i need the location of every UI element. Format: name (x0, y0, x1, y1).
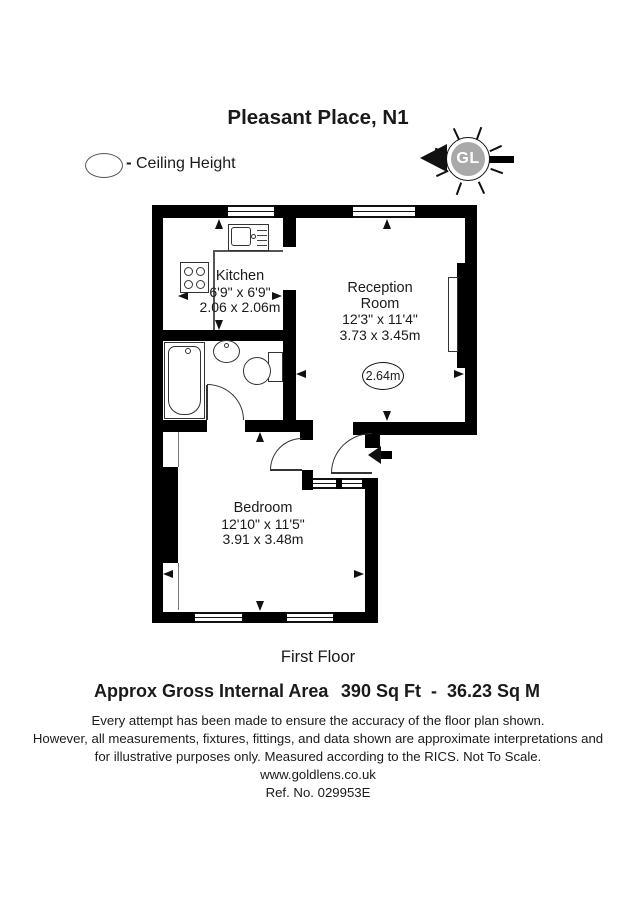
room-dim-metric: 2.06 x 2.06m (199, 299, 281, 315)
wall-recess-line (178, 563, 179, 610)
dimension-arrow (256, 432, 264, 442)
room-dim-imperial: 6'9" x 6'9" (209, 283, 271, 300)
drainer-line (257, 235, 267, 237)
disclaimer-line: However, all measurements, fixtures, fit… (32, 731, 604, 746)
hob-ring-icon (184, 280, 193, 289)
dimension-arrow (178, 292, 188, 300)
hob (180, 262, 209, 293)
reception-window (353, 205, 415, 218)
area-value: 390 Sq Ft - 36.23 Sq M (340, 681, 540, 701)
compass-arrow-icon (420, 144, 447, 172)
wall-segment (152, 205, 163, 623)
wall-segment (333, 612, 378, 623)
room-name: Bedroom (233, 500, 293, 516)
wall-segment (245, 420, 313, 432)
bedroom-window (195, 612, 242, 623)
page-title: Pleasant Place, N1 (227, 106, 409, 129)
dimension-arrow (383, 219, 391, 229)
dimension-arrow (354, 570, 364, 578)
sink-bowl (231, 227, 251, 246)
wall-segment (152, 330, 296, 341)
wall-segment (152, 205, 228, 218)
hob-ring-icon (184, 267, 193, 276)
hall-pier (302, 470, 313, 490)
reception-label: Reception Room 12'3" x 11'4" 3.73 x 3.45… (336, 280, 424, 343)
wall-segment (415, 205, 477, 218)
sink-tap-icon (251, 234, 256, 239)
wall-segment (274, 205, 353, 218)
reference-number: Ref. No. 029953E (265, 785, 371, 800)
dimension-arrow (215, 320, 223, 330)
dimension-arrow (296, 370, 306, 378)
dimension-arrow (215, 219, 223, 229)
bathroom-door-arc (207, 384, 244, 420)
ceiling-height-ellipse-icon (85, 153, 123, 178)
basin (213, 340, 240, 363)
entrance-arrow-tail (381, 451, 392, 459)
hall-glazed-panel (313, 478, 336, 489)
basin-tap-icon (224, 343, 229, 348)
bedroom-door-arc (270, 438, 302, 470)
dimension-arrow (272, 292, 282, 300)
wall-segment (465, 368, 477, 422)
drainer-line (257, 230, 267, 232)
hob-ring-icon (196, 280, 205, 289)
room-dim-imperial: 12'10" x 11'5" (221, 515, 305, 532)
wall-segment (353, 422, 477, 435)
room-name: Reception Room (347, 280, 413, 312)
legend-dash: - (126, 153, 132, 172)
room-dim-imperial: 12'3" x 11'4" (342, 311, 418, 327)
floor-label: First Floor (280, 648, 356, 666)
dimension-arrow (256, 601, 264, 611)
wall-segment (365, 478, 378, 623)
legend-label: Ceiling Height (136, 155, 236, 172)
compass-arrow-tail (486, 156, 514, 163)
bedroom-label: Bedroom 12'10" x 11'5" 3.91 x 3.48m (198, 500, 328, 548)
room-name: Kitchen (215, 268, 265, 284)
bathtub (164, 342, 205, 419)
kitchen-label: Kitchen 6'9" x 6'9" 2.06 x 2.06m (175, 268, 305, 316)
area-row: Approx Gross Internal Area 390 Sq Ft - 3… (94, 681, 540, 702)
disclaimer: Every attempt has been made to ensure th… (0, 712, 636, 802)
drainer-line (257, 240, 267, 242)
room-dim-metric: 3.91 x 3.48m (222, 531, 304, 547)
wall-recess-line (178, 430, 179, 467)
dimension-arrow (163, 570, 173, 578)
compass-logo: GL (451, 142, 485, 176)
wall-segment (152, 420, 207, 432)
wall-segment (465, 218, 477, 263)
hob-ring-icon (196, 267, 205, 276)
wall-segment (152, 612, 195, 623)
glazing-post (336, 478, 342, 489)
dimension-arrow (383, 411, 391, 421)
wall-segment (283, 218, 296, 247)
ceiling-height-bubble: 2.64m (362, 362, 404, 390)
bedroom-window (287, 612, 333, 623)
drainer-line (257, 245, 267, 247)
bedroom-door-leaf (270, 469, 302, 471)
disclaimer-line: for illustrative purposes only. Measured… (94, 749, 542, 764)
wall-segment (300, 432, 313, 440)
bathtub-inner (168, 346, 201, 415)
wall-segment (242, 612, 287, 623)
entrance-arrow-icon (368, 446, 381, 464)
kitchen-counter-edge (213, 250, 215, 330)
hall-glazed-panel (342, 478, 362, 489)
room-dim-metric: 3.73 x 3.45m (339, 326, 421, 343)
dimension-arrow (454, 370, 464, 378)
kitchen-sink-unit (228, 224, 269, 251)
website-text: www.goldlens.co.uk (260, 767, 376, 782)
toilet-bowl (243, 357, 271, 385)
bath-tap-icon (185, 348, 191, 354)
kitchen-window (228, 205, 274, 218)
entrance-door-arc (331, 433, 372, 473)
reception-chimney-breast (457, 263, 477, 368)
radiator (448, 277, 458, 352)
area-label: Approx Gross Internal Area (94, 681, 329, 701)
bedroom-chimney-breast (163, 467, 178, 563)
disclaimer-line: Every attempt has been made to ensure th… (91, 713, 545, 728)
entrance-door-leaf (331, 472, 372, 474)
wall-segment (283, 290, 296, 432)
